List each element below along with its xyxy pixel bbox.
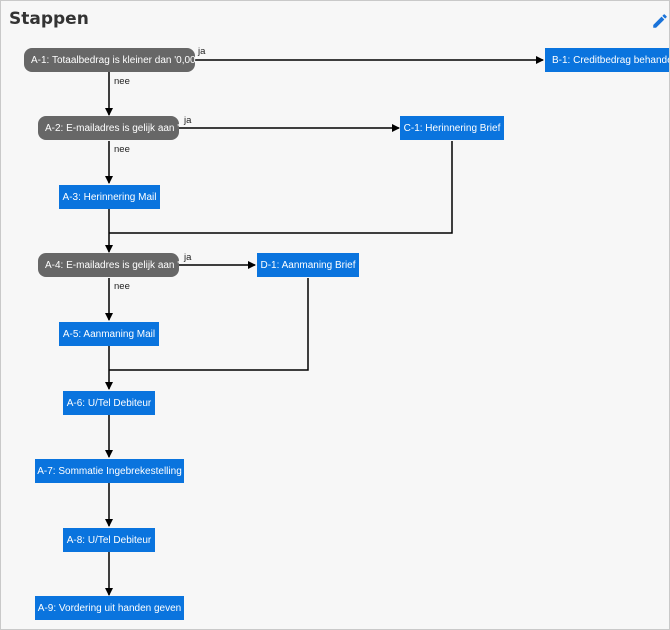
step-a4[interactable]: A-4: E-mailadres is gelijk aan '' <box>38 253 181 277</box>
step-d1[interactable]: D-1: Aanmaning Brief <box>257 253 359 277</box>
step-a8[interactable]: A-8: U/Tel Debiteur <box>63 528 155 552</box>
edge-label-ja: ja <box>184 252 192 263</box>
edge-label-nee: nee <box>114 144 130 155</box>
step-a3[interactable]: A-3: Herinnering Mail <box>59 185 160 209</box>
edge-c1-merge <box>109 141 453 234</box>
step-c1[interactable]: C-1: Herinnering Brief <box>400 116 504 140</box>
pencil-icon[interactable] <box>651 12 669 30</box>
step-a5[interactable]: A-5: Aanmaning Mail <box>59 322 159 346</box>
step-b1[interactable]: B-1: Creditbedrag behandel <box>545 48 669 72</box>
edge-label-ja: ja <box>198 46 206 57</box>
step-a7[interactable]: A-7: Sommatie Ingebrekestelling <box>35 459 184 483</box>
edge-label-ja: ja <box>184 115 192 126</box>
panel-title: Stappen <box>9 9 89 29</box>
step-a6[interactable]: A-6: U/Tel Debiteur <box>63 391 155 415</box>
edge-label-nee: nee <box>114 281 130 292</box>
edge-d1-merge <box>109 278 309 371</box>
step-a2[interactable]: A-2: E-mailadres is gelijk aan '' <box>38 116 181 140</box>
step-a1[interactable]: A-1: Totaalbedrag is kleiner dan '0,00' <box>24 48 198 72</box>
step-a9[interactable]: A-9: Vordering uit handen geven <box>35 596 184 620</box>
edge-label-nee: nee <box>114 76 130 87</box>
